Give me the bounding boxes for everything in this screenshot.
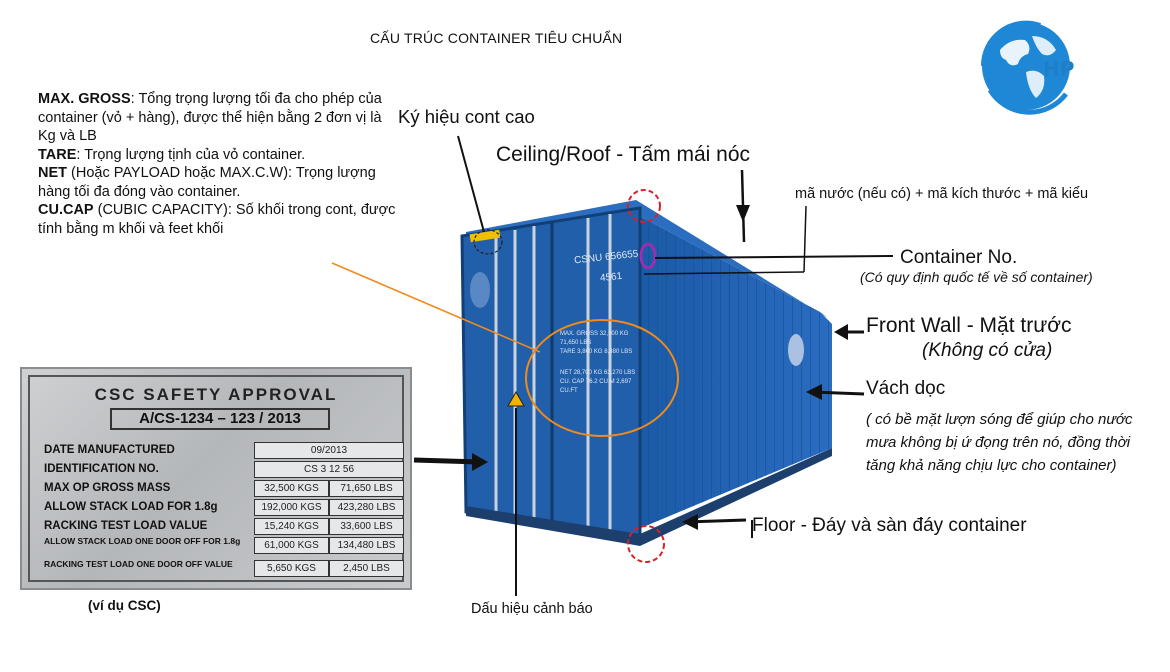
csc-example-label: (ví dụ CSC) bbox=[88, 598, 161, 613]
csc-row: RACKING TEST LOAD VALUE 15,240 KGS 33,60… bbox=[44, 518, 410, 537]
front-wall-label: Front Wall - Mặt trước bbox=[866, 314, 1072, 337]
csc-row: IDENTIFICATION NO. CS 3 12 56 bbox=[44, 461, 410, 480]
high-cube-marker bbox=[473, 229, 503, 255]
container-no-note: (Có quy định quốc tế về số container) bbox=[860, 269, 1093, 285]
high-cube-leader-line bbox=[457, 135, 485, 233]
door-panel-row: MAX. GROSS 32,500 KG 71,650 LBS bbox=[560, 331, 629, 346]
door-panel-row: TARE 3,800 KG 8,380 LBS bbox=[560, 349, 633, 355]
csc-row: RACKING TEST LOAD ONE DOOR OFF VALUE 5,6… bbox=[44, 560, 410, 579]
logo-text: HP bbox=[1043, 57, 1075, 81]
weight-panel-marker bbox=[525, 319, 679, 437]
bottom-corner-casting-marker bbox=[627, 525, 665, 563]
csc-row: MAX OP GROSS MASS 32,500 KGS 71,650 LBS bbox=[44, 480, 410, 499]
warning-sign-icon bbox=[507, 390, 525, 407]
weight-panel-leader-line bbox=[331, 262, 541, 353]
csc-row: DATE MANUFACTURED 09/2013 bbox=[44, 442, 410, 461]
csc-title: CSC SAFETY APPROVAL bbox=[94, 385, 338, 404]
warning-label: Dấu hiệu cảnh báo bbox=[471, 601, 593, 617]
definitions-block: MAX. GROSS: Tổng trọng lượng tối đa cho … bbox=[38, 90, 398, 238]
side-wall-note: ( có bề mặt lượn sóng để giúp cho nước m… bbox=[866, 411, 1133, 474]
definition-tare: TARE: Trọng lượng tịnh của vỏ container. bbox=[38, 146, 306, 163]
side-wall-label: Vách dọc bbox=[866, 378, 946, 399]
door-weight-panel: MAX. GROSS 32,500 KG 71,650 LBS TARE 3,8… bbox=[560, 330, 640, 396]
door-panel-row: NET 28,700 KG 63,270 LBS bbox=[560, 370, 636, 376]
csc-safety-plate: CSC SAFETY APPROVAL A/CS-1234 – 123 / 20… bbox=[20, 367, 412, 590]
container-no-label: Container No. bbox=[900, 247, 1018, 268]
csc-approval-code: A/CS-1234 – 123 / 2013 bbox=[110, 408, 330, 430]
definition-net: NET (Hoặc PAYLOAD hoặc MAX.C.W): Trọng l… bbox=[38, 165, 376, 200]
csc-plate-arrow bbox=[413, 457, 481, 465]
container-number-marker bbox=[639, 242, 657, 270]
roof-label: Ceiling/Roof - Tấm mái nóc bbox=[496, 143, 751, 166]
code-note-label: mã nước (nếu có) + mã kích thước + mã ki… bbox=[795, 186, 1089, 202]
door-panel-row: CU. CAP 76.2 CU.M 2,697 CU.FT bbox=[560, 379, 632, 394]
csc-row: ALLOW STACK LOAD ONE DOOR OFF FOR 1.8g 6… bbox=[44, 537, 410, 556]
diagram-title: CẤU TRÚC CONTAINER TIÊU CHUẨN bbox=[370, 30, 623, 46]
definition-max-gross: MAX. GROSS: Tổng trọng lượng tối đa cho … bbox=[38, 91, 382, 144]
floor-label: Floor - Đáy và sàn đáy container bbox=[752, 515, 1027, 536]
definition-cu-cap: CU.CAP (CUBIC CAPACITY): Số khối trong c… bbox=[38, 202, 396, 237]
high-cube-mark-label: Ký hiệu cont cao bbox=[398, 106, 535, 127]
top-corner-casting-marker bbox=[627, 189, 661, 223]
globe-logo-icon bbox=[980, 20, 1070, 115]
front-wall-note: (Không có cửa) bbox=[922, 340, 1053, 361]
csc-row: ALLOW STACK LOAD FOR 1.8g 192,000 KGS 42… bbox=[44, 499, 410, 518]
